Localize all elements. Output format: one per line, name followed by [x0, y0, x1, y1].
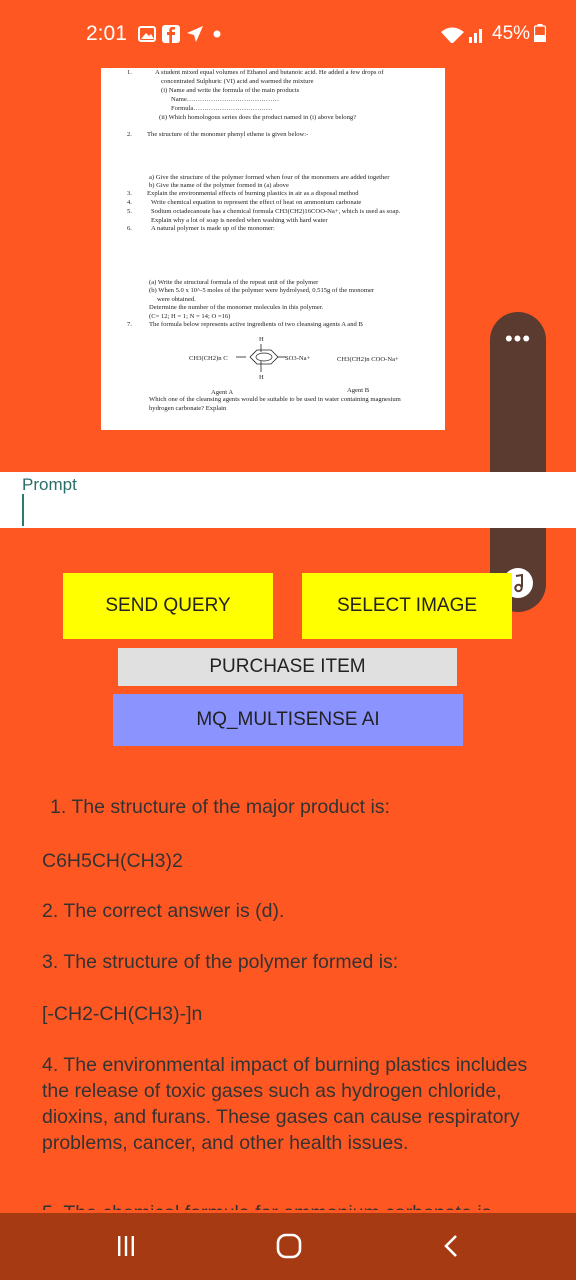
question-number: 3. [127, 190, 132, 197]
select-image-button[interactable]: SELECT IMAGE [302, 573, 512, 639]
gallery-icon [138, 26, 156, 42]
signal-icon [469, 29, 482, 43]
more-options-icon[interactable]: ••• [504, 326, 532, 351]
doc-line: a) Give the structure of the polymer for… [149, 174, 390, 181]
doc-line: A student mixed equal volumes of Ethanol… [155, 69, 384, 76]
benzene-ring-structure [236, 344, 286, 372]
doc-line: b) Give the name of the polymer formed i… [149, 182, 289, 189]
answer-paragraph: 1. The structure of the major product is… [50, 796, 390, 818]
doc-line: Formula……………………………… [171, 105, 273, 112]
doc-line: (i) Name and write the formula of the ma… [161, 87, 300, 94]
doc-line: The structure of the monomer phenyl ethe… [147, 131, 309, 138]
answer-paragraph: 5. The chemical formula for ammonium car… [42, 1202, 491, 1210]
answer-paragraph: 4. The environmental impact of burning p… [42, 1054, 528, 1154]
clock: 2:01 [86, 22, 127, 45]
response-text: 1. The structure of the major product is… [0, 780, 576, 1210]
structure-label: CH3(CH2)n COO-Na+ [337, 356, 399, 363]
doc-line: Write chemical equation to represent the… [151, 199, 362, 206]
doc-line: Which one of the cleansing agents would … [149, 396, 401, 403]
doc-line: Sodium octadecanoate has a chemical form… [151, 208, 401, 215]
doc-line: Determine the number of the monomer mole… [149, 304, 324, 311]
doc-line: (ii) Which homologous series does the pr… [159, 114, 357, 121]
structure-label: Agent A [211, 389, 234, 396]
wifi-icon [441, 27, 464, 43]
question-number: 7. [127, 321, 132, 328]
doc-line: Explain why a lot of soap is needed when… [151, 217, 328, 224]
facebook-icon [162, 25, 180, 43]
doc-line: hydrogen carbonate? Explain [149, 405, 227, 412]
battery-percent: 45% [492, 23, 531, 44]
structure-label: CH3(CH2)n C [189, 355, 228, 362]
doc-line: A natural polymer is made up of the mono… [151, 225, 275, 232]
structure-label: H [259, 374, 264, 381]
status-bar: 2:01 45% [0, 0, 576, 68]
battery-icon [534, 24, 546, 42]
question-number: 5. [127, 208, 132, 215]
doc-line: (a) Write the structural formula of the … [149, 279, 319, 286]
answer-paragraph: C6H5CH(CH3)2 [42, 850, 183, 872]
prompt-label: Prompt [22, 475, 77, 494]
purchase-item-button[interactable]: PURCHASE ITEM [118, 648, 457, 686]
doc-line: Name…………………………………… [171, 96, 280, 103]
doc-line: (C= 12; H = 1; N = 14; O =16) [149, 313, 231, 320]
question-number: 1. [127, 69, 132, 76]
question-number: 6. [127, 225, 132, 232]
doc-line: concentrated Sulphuric (VI) acid and war… [161, 78, 314, 85]
answer-paragraph: [-CH2-CH(CH3)-]n [42, 1003, 203, 1025]
question-number: 2. [127, 131, 132, 138]
structure-label: Agent B [347, 387, 370, 394]
doc-line: were obtained. [157, 296, 196, 303]
home-icon[interactable] [276, 1233, 302, 1259]
structure-label: SO3-Na+ [285, 355, 311, 362]
answer-paragraph: 3. The structure of the polymer formed i… [42, 951, 399, 973]
prompt-input[interactable] [22, 494, 24, 526]
location-arrow-icon [187, 26, 203, 42]
doc-line: Explain the environmental effects of bur… [147, 190, 359, 197]
structure-label: H [259, 336, 264, 343]
send-query-button[interactable]: SEND QUERY [63, 573, 273, 639]
prompt-area: Prompt [0, 472, 576, 528]
doc-line: The formula below represents active ingr… [149, 321, 363, 328]
question-number: 4. [127, 199, 132, 206]
back-icon[interactable] [442, 1234, 460, 1258]
selected-question-image: 1. A student mixed equal volumes of Etha… [101, 68, 445, 430]
doc-line: (b) When 5.0 x 10^-5 moles of the polyme… [149, 287, 375, 294]
dot-icon [213, 30, 221, 38]
recent-apps-icon[interactable] [116, 1235, 136, 1257]
floating-scroll-handle[interactable]: ••• [490, 312, 546, 612]
navigation-bar [0, 1213, 576, 1280]
answer-paragraph: 2. The correct answer is (d). [42, 900, 285, 922]
mq-multisense-button[interactable]: MQ_MULTISENSE AI [113, 694, 463, 746]
